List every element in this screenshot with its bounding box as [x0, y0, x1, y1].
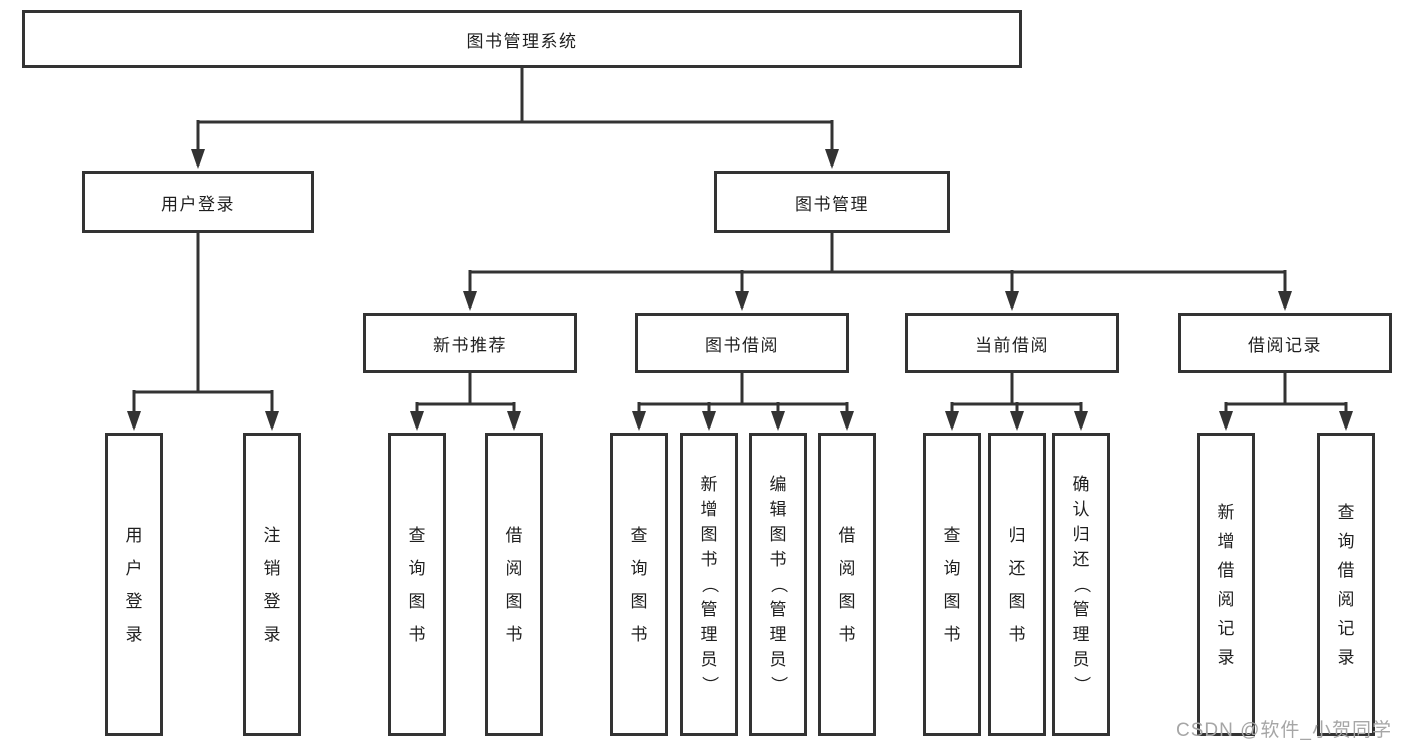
leaf-add-books-admin: 新增图书（管理员） — [680, 433, 738, 736]
node-current-borrowing-label: 当前借阅 — [975, 335, 1049, 355]
leaf-query-books-borrow: 查询图书 — [610, 433, 668, 736]
node-borrowing-records: 借阅记录 — [1178, 313, 1392, 373]
leaf-user-login-label: 用户登录 — [125, 525, 143, 644]
leaf-query-books-recommend-label: 查询图书 — [408, 525, 426, 644]
leaf-confirm-return-admin-label: 确认归还（管理员） — [1071, 475, 1091, 693]
leaf-logout-login-label: 注销登录 — [263, 525, 281, 644]
leaf-edit-books-admin: 编辑图书（管理员） — [749, 433, 807, 736]
leaf-add-borrow-record-label: 新增借阅记录 — [1217, 502, 1235, 667]
leaf-query-books-borrow-label: 查询图书 — [630, 525, 648, 644]
watermark: CSDN @软件_小贺同学 — [1176, 720, 1392, 741]
leaf-borrow-books-recommend: 借阅图书 — [485, 433, 543, 736]
node-current-borrowing: 当前借阅 — [905, 313, 1119, 373]
node-book-management-label: 图书管理 — [795, 194, 869, 214]
leaf-query-books-current-label: 查询图书 — [943, 525, 961, 644]
leaf-return-books-label: 归还图书 — [1008, 525, 1026, 644]
leaf-user-login: 用户登录 — [105, 433, 163, 736]
node-root-label: 图书管理系统 — [466, 31, 578, 51]
node-borrowing-records-label: 借阅记录 — [1248, 335, 1322, 355]
leaf-query-books-current: 查询图书 — [923, 433, 981, 736]
leaf-edit-books-admin-label: 编辑图书（管理员） — [768, 475, 788, 693]
leaf-query-borrow-record-label: 查询借阅记录 — [1337, 502, 1355, 667]
leaf-add-books-admin-label: 新增图书（管理员） — [699, 475, 719, 693]
node-book-management: 图书管理 — [714, 171, 950, 233]
leaf-add-borrow-record: 新增借阅记录 — [1197, 433, 1255, 736]
node-user-login: 用户登录 — [82, 171, 314, 233]
node-book-borrowing: 图书借阅 — [635, 313, 849, 373]
leaf-query-borrow-record: 查询借阅记录 — [1317, 433, 1375, 736]
leaf-confirm-return-admin: 确认归还（管理员） — [1052, 433, 1110, 736]
node-user-login-label: 用户登录 — [161, 194, 235, 214]
node-book-borrowing-label: 图书借阅 — [705, 335, 779, 355]
leaf-return-books: 归还图书 — [988, 433, 1046, 736]
leaf-query-books-recommend: 查询图书 — [388, 433, 446, 736]
leaf-borrow-books-borrow: 借阅图书 — [818, 433, 876, 736]
node-new-book-recommendation-label: 新书推荐 — [433, 335, 507, 355]
leaf-logout-login: 注销登录 — [243, 433, 301, 736]
leaf-borrow-books-recommend-label: 借阅图书 — [505, 525, 523, 644]
leaf-borrow-books-borrow-label: 借阅图书 — [838, 525, 856, 644]
node-root: 图书管理系统 — [22, 10, 1022, 68]
node-new-book-recommendation: 新书推荐 — [363, 313, 577, 373]
